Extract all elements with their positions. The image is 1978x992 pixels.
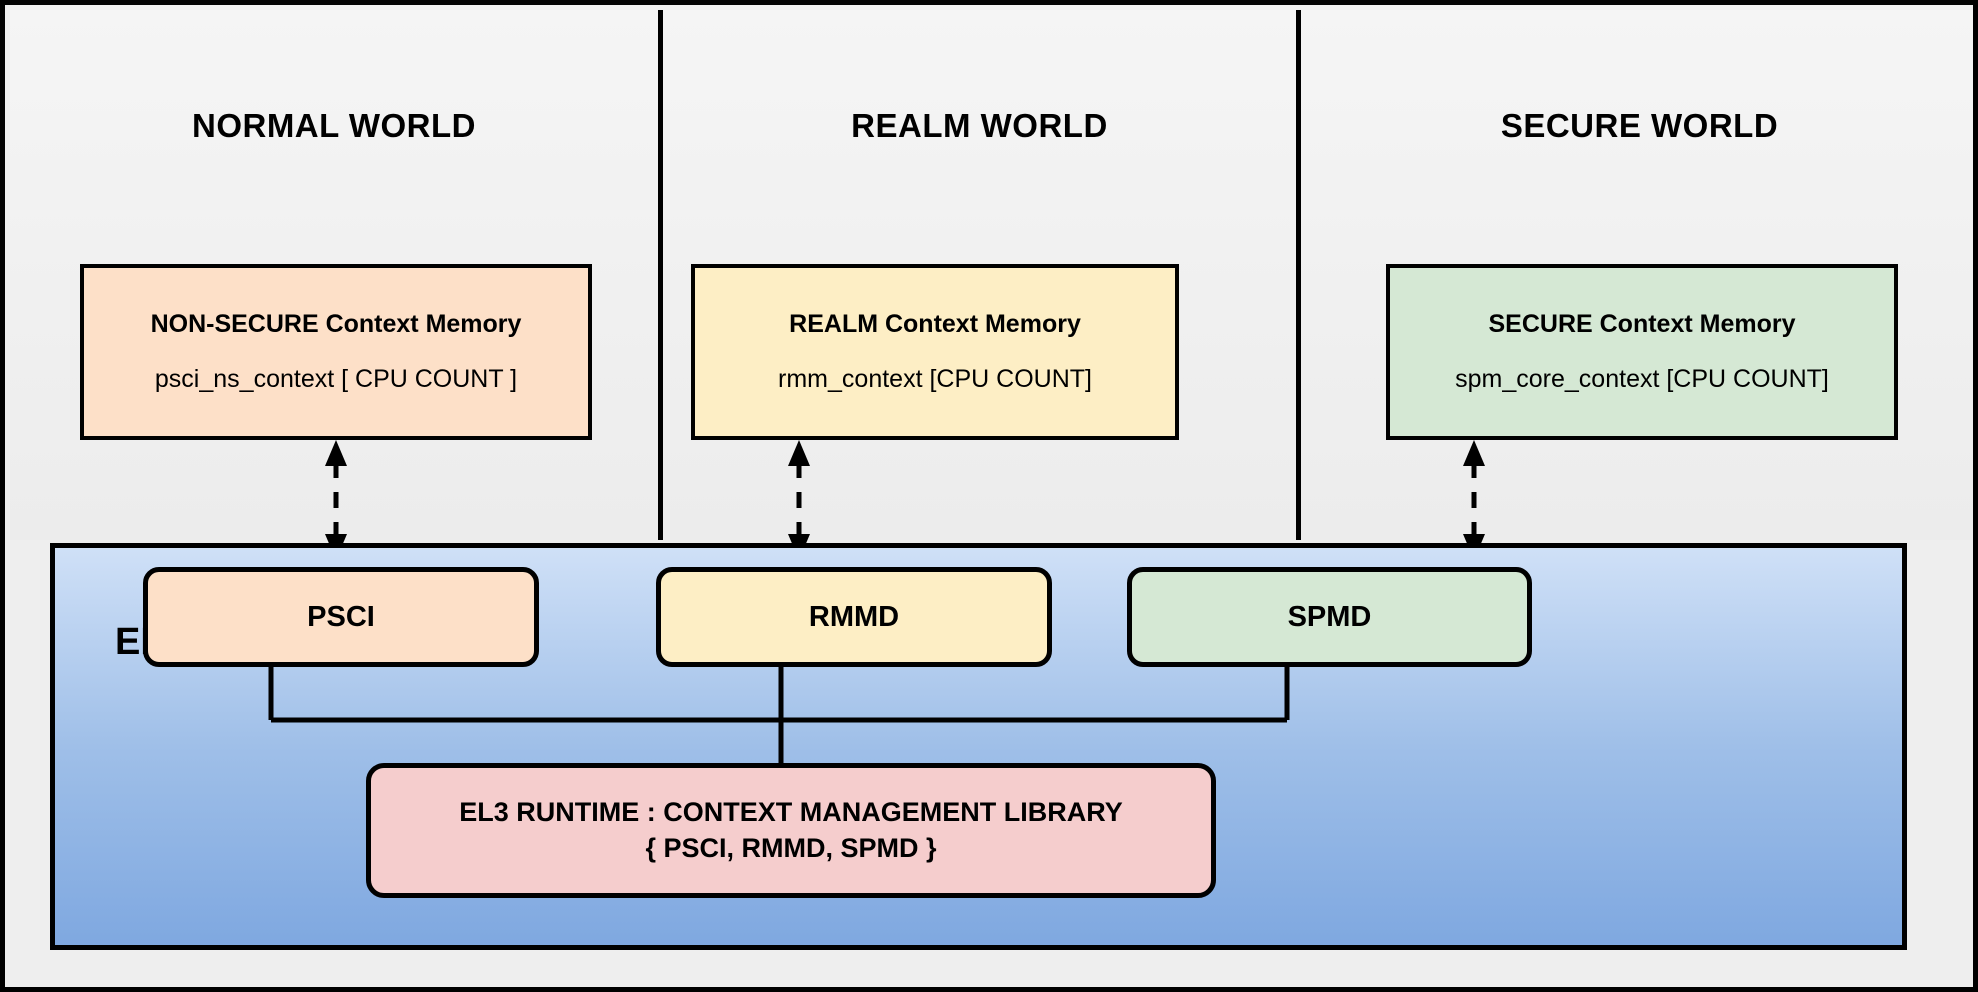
context-memory-subtitle-normal: psci_ns_context [ CPU COUNT ] — [154, 365, 518, 393]
world-divider-normal-realm — [658, 10, 663, 540]
world-panel-normal: NORMAL WORLD NON-SECURE Context Memory p… — [10, 10, 658, 540]
runtime-components-line: { PSCI, RMMD, SPMD } — [645, 832, 937, 863]
context-memory-title-realm: REALM Context Memory — [789, 310, 1081, 338]
bidirectional-dashed-arrow-normal — [316, 440, 356, 560]
el3-runtime-context-management-box[interactable]: EL3 RUNTIME : CONTEXT MANAGEMENT LIBRARY… — [366, 763, 1216, 898]
world-panel-secure: SECURE WORLD SECURE Context Memory spm_c… — [1301, 10, 1973, 540]
dispatcher-box-psci[interactable]: PSCI — [143, 567, 539, 667]
world-title-secure: SECURE WORLD — [1500, 107, 1779, 144]
context-memory-subtitle-secure: spm_core_context [CPU COUNT] — [1455, 365, 1829, 393]
dispatcher-label-spmd: SPMD — [1287, 600, 1372, 633]
bidirectional-dashed-arrow-secure — [1454, 440, 1494, 560]
el3-panel: EL3 PSCI RMMD SPMD EL3 RUNTIME : CONTEXT… — [50, 543, 1907, 950]
context-memory-title-secure: SECURE Context Memory — [1488, 310, 1796, 338]
runtime-title-line: EL3 RUNTIME : CONTEXT MANAGEMENT LIBRARY — [459, 796, 1123, 827]
world-title-normal: NORMAL WORLD — [191, 107, 477, 144]
world-divider-realm-secure — [1296, 10, 1301, 540]
context-memory-title-normal: NON-SECURE Context Memory — [150, 310, 522, 338]
worlds-strip: NORMAL WORLD NON-SECURE Context Memory p… — [10, 10, 1973, 560]
context-memory-subtitle-realm: rmm_context [CPU COUNT] — [778, 365, 1092, 393]
context-memory-box-secure: SECURE Context Memory spm_core_context [… — [1386, 264, 1898, 440]
dispatcher-label-rmmd: RMMD — [808, 600, 900, 633]
world-panel-realm: REALM WORLD REALM Context Memory rmm_con… — [663, 10, 1296, 540]
bidirectional-dashed-arrow-realm — [779, 440, 819, 560]
dispatcher-box-spmd[interactable]: SPMD — [1127, 567, 1532, 667]
dispatcher-label-psci: PSCI — [307, 600, 375, 633]
dispatcher-box-rmmd[interactable]: RMMD — [656, 567, 1052, 667]
world-title-realm: REALM WORLD — [851, 107, 1108, 144]
context-memory-box-realm: REALM Context Memory rmm_context [CPU CO… — [691, 264, 1179, 440]
context-memory-box-normal: NON-SECURE Context Memory psci_ns_contex… — [80, 264, 592, 440]
